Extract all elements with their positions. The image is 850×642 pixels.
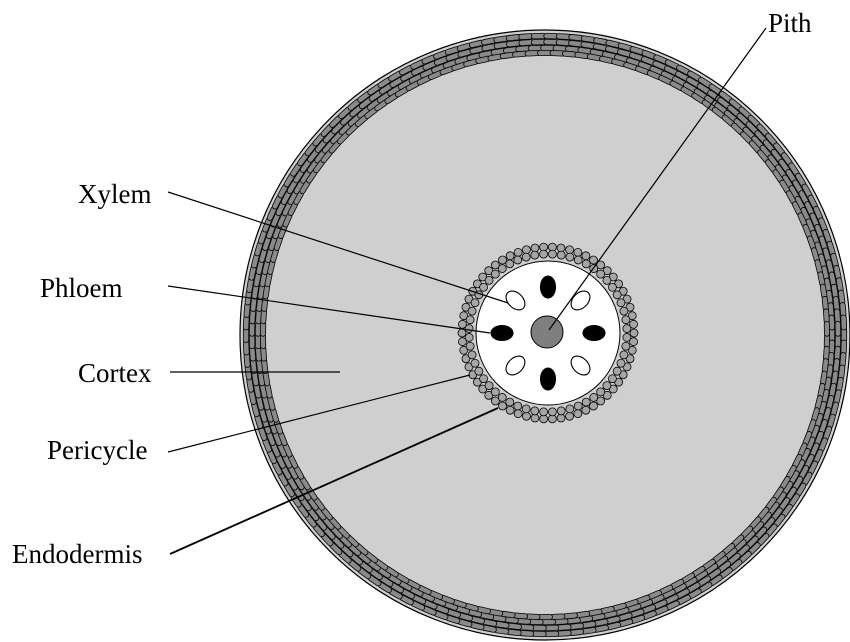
endodermis-cell <box>566 412 574 420</box>
pericycle-cell <box>622 316 630 324</box>
epidermis-cell <box>835 321 841 336</box>
label-xylem: Xylem <box>78 181 152 208</box>
pericycle-cell <box>531 251 539 259</box>
pericycle-cell <box>491 388 499 396</box>
pericycle-cell <box>622 342 630 350</box>
pericycle-cell <box>531 407 539 415</box>
epidermis-cell <box>841 315 847 330</box>
endodermis-cell <box>514 248 522 256</box>
pericycle-cell <box>548 250 556 258</box>
pericycle-cell <box>597 388 605 396</box>
epidermis-cell <box>824 321 830 336</box>
pericycle-cell <box>480 375 488 383</box>
pericycle-cell <box>485 276 493 284</box>
pericycle-cell <box>566 405 574 413</box>
pericycle-cell <box>603 382 611 390</box>
pericycle-cell <box>617 359 625 367</box>
pericycle-cell <box>623 325 631 333</box>
endodermis-cell <box>566 246 574 254</box>
pericycle-cell <box>465 333 473 341</box>
pericycle-cell <box>480 283 488 291</box>
pericycle-cell <box>465 325 473 333</box>
pericycle-cell <box>617 299 625 307</box>
phloem-bundle <box>491 326 513 341</box>
pericycle-cell <box>471 299 479 307</box>
label-phloem: Phloem <box>40 275 123 302</box>
endodermis-cell <box>499 256 507 264</box>
pericycle-cell <box>468 351 476 359</box>
pith-center <box>531 316 563 348</box>
phloem-bundle <box>541 368 556 390</box>
pericycle-cell <box>590 393 598 401</box>
label-cortex: Cortex <box>78 360 152 387</box>
pericycle-cell <box>485 382 493 390</box>
pericycle-cell <box>540 408 548 416</box>
endodermis-cell <box>582 406 590 414</box>
pericycle-cell <box>514 402 522 410</box>
pericycle-cell <box>582 398 590 406</box>
pericycle-cell <box>506 260 514 268</box>
pericycle-cell <box>603 276 611 284</box>
pericycle-cell <box>498 265 506 273</box>
pericycle-cell <box>514 256 522 264</box>
label-pericycle: Pericycle <box>47 437 147 464</box>
endodermis-cell <box>582 252 590 260</box>
endodermis-cell <box>630 329 638 337</box>
pericycle-cell <box>468 307 476 315</box>
endodermis-cell <box>589 256 597 264</box>
endodermis-cell <box>514 410 522 418</box>
pericycle-cell <box>471 359 479 367</box>
pericycle-cell <box>574 256 582 264</box>
pericycle-cell <box>623 333 631 341</box>
pericycle-cell <box>597 270 605 278</box>
pericycle-cell <box>566 253 574 261</box>
pericycle-cell <box>582 260 590 268</box>
pericycle-cell <box>574 402 582 410</box>
label-endodermis: Endodermis <box>12 541 142 568</box>
endodermis-cell <box>506 406 514 414</box>
endodermis-cell <box>458 329 466 337</box>
pericycle-cell <box>613 367 621 375</box>
pericycle-cell <box>475 367 483 375</box>
pericycle-cell <box>522 405 530 413</box>
endodermis-cell <box>589 402 597 410</box>
pericycle-cell <box>608 283 616 291</box>
pericycle-cell <box>620 351 628 359</box>
pericycle-cell <box>557 407 565 415</box>
phloem-bundle <box>583 326 605 341</box>
pericycle-cell <box>548 408 556 416</box>
pericycle-cell <box>466 342 474 350</box>
pericycle-cell <box>466 316 474 324</box>
phloem-bundle <box>541 276 556 298</box>
pericycle-cell <box>491 270 499 278</box>
pericycle-cell <box>557 251 565 259</box>
pericycle-cell <box>613 291 621 299</box>
endodermis-cell <box>499 402 507 410</box>
pericycle-cell <box>620 307 628 315</box>
endodermis-cell <box>522 412 530 420</box>
endodermis-cell <box>574 410 582 418</box>
pericycle-cell <box>498 393 506 401</box>
pericycle-cell <box>608 375 616 383</box>
pericycle-cell <box>506 398 514 406</box>
pericycle-cell <box>522 253 530 261</box>
endodermis-cell <box>574 248 582 256</box>
endodermis-cell <box>506 252 514 260</box>
endodermis-cell <box>522 246 530 254</box>
label-pith: Pith <box>768 10 812 37</box>
pericycle-cell <box>540 250 548 258</box>
